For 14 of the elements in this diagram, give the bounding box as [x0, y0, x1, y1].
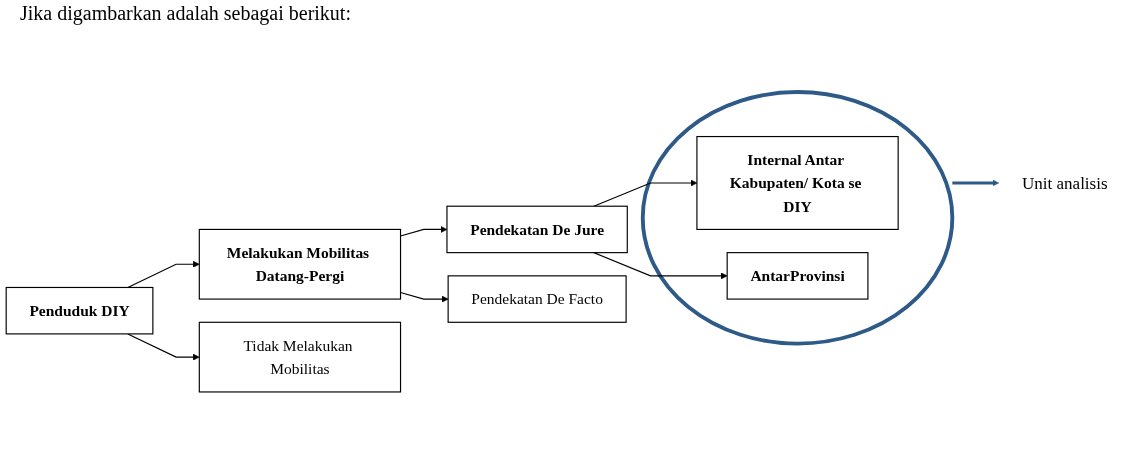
node-box: Pendekatan De Jure [446, 205, 628, 254]
node-text: Unit analisis [1021, 173, 1108, 193]
node-box: Internal Antar Kabupaten/ Kota se DIY [696, 135, 899, 230]
intro-text: Jika digambarkan adalah sebagai berikut: [20, 2, 352, 25]
arrow [952, 179, 1000, 187]
node-box: Melakukan Mobilitas Datang-Pergi [198, 228, 402, 300]
node-box: Pendekatan De Facto [447, 275, 627, 323]
arrow [127, 260, 200, 289]
node-box: AntarProvinsi [726, 252, 869, 300]
node-box: Penduduk DIY [5, 286, 154, 335]
cluster [640, 90, 955, 346]
arrow [127, 333, 200, 361]
node-box: Tidak Melakukan Mobilitas [198, 321, 402, 393]
arrow [593, 252, 728, 280]
